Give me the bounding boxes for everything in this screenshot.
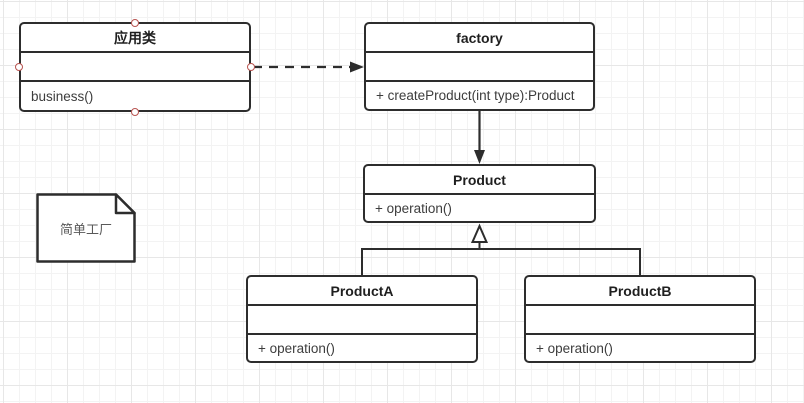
class-box-product[interactable]: Product + operation() (363, 164, 596, 223)
note-shape[interactable]: 简单工厂 (36, 193, 136, 263)
class-title: Product (365, 166, 594, 195)
connection-point-bottom[interactable] (131, 108, 139, 116)
inheritance-connector-products-to-product[interactable] (361, 223, 641, 275)
class-box-producta[interactable]: ProductA + operation() (246, 275, 478, 363)
class-title: ProductB (526, 277, 754, 306)
note-outline-icon (36, 193, 136, 263)
connection-point-top[interactable] (131, 19, 139, 27)
class-title: 应用类 (21, 24, 249, 53)
connection-point-right[interactable] (247, 63, 255, 71)
class-attributes-row (366, 53, 593, 82)
dependency-arrow-appclass-to-factory[interactable] (253, 61, 364, 73)
filled-arrowhead-icon (350, 61, 364, 73)
hollow-triangle-arrowhead-icon (470, 223, 489, 243)
class-box-factory[interactable]: factory + createProduct(int type):Produc… (364, 22, 595, 111)
class-title: ProductA (248, 277, 476, 306)
connection-point-left[interactable] (15, 63, 23, 71)
class-method: + operation() (375, 200, 452, 216)
class-attributes-row (21, 53, 249, 82)
class-attributes-row (526, 306, 754, 335)
class-box-appclass[interactable]: 应用类 business() (19, 22, 251, 112)
class-method: + operation() (536, 340, 613, 356)
association-arrow-factory-to-product[interactable] (474, 111, 485, 164)
filled-arrowhead-icon (474, 150, 485, 164)
class-attributes-row (248, 306, 476, 335)
class-method: + createProduct(int type):Product (376, 88, 575, 103)
class-method: business() (31, 88, 94, 104)
class-box-productb[interactable]: ProductB + operation() (524, 275, 756, 363)
class-title: factory (366, 24, 593, 53)
class-method: + operation() (258, 340, 335, 356)
note-text: 简单工厂 (59, 221, 112, 237)
